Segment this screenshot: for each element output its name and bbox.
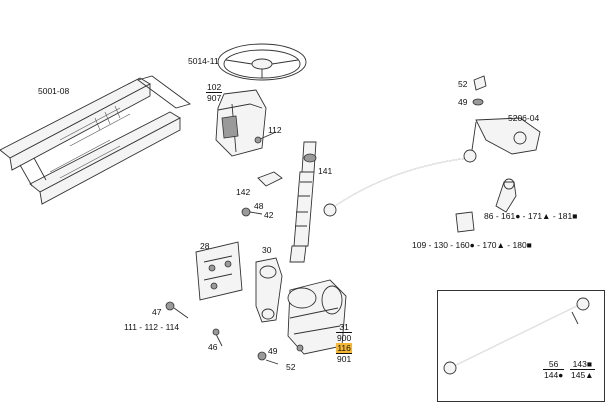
label-52-bottom[interactable]: 52 bbox=[286, 362, 296, 372]
label-111-112-114[interactable]: 111 - 112 - 114 bbox=[124, 322, 180, 332]
label-102: 102 bbox=[207, 82, 222, 92]
label-49-top[interactable]: 49 bbox=[458, 97, 468, 107]
label-5206-04[interactable]: 5206-04 bbox=[508, 113, 540, 123]
inset-frame bbox=[437, 290, 605, 402]
steering-gear-part bbox=[287, 279, 347, 355]
steering-arm-part bbox=[471, 117, 541, 155]
label-47[interactable]: 47 bbox=[152, 307, 162, 317]
label-31: 31 bbox=[339, 322, 349, 332]
label-5014-11[interactable]: 5014-11 bbox=[188, 56, 219, 66]
label-5001-08[interactable]: 5001-08 bbox=[38, 86, 70, 96]
label-141[interactable]: 141 bbox=[318, 166, 333, 176]
label-28[interactable]: 28 bbox=[200, 241, 210, 251]
label-102-907[interactable]: 102 907 bbox=[206, 82, 223, 103]
label-42[interactable]: 42 bbox=[264, 210, 274, 220]
label-143-145[interactable]: 143■ 145▲ bbox=[570, 359, 595, 380]
label-112[interactable]: 112 bbox=[268, 125, 282, 135]
label-86-161-171-181[interactable]: 86 - 161● - 171▲ - 181■ bbox=[484, 211, 578, 221]
label-907: 907 bbox=[206, 92, 223, 103]
pitman-arm-part bbox=[255, 257, 283, 323]
column-shroud-part bbox=[215, 89, 267, 157]
ball-joint-86-part bbox=[495, 178, 517, 213]
steering-column-part bbox=[289, 141, 317, 263]
label-142[interactable]: 142 bbox=[236, 187, 251, 197]
label-31-900-116-901[interactable]: 31 900 116 901 bbox=[336, 322, 353, 364]
label-145: 145▲ bbox=[570, 369, 595, 380]
drag-link-part bbox=[323, 149, 477, 217]
label-900: 900 bbox=[336, 332, 353, 343]
label-46[interactable]: 46 bbox=[208, 342, 218, 352]
label-52-top[interactable]: 52 bbox=[458, 79, 468, 89]
boot-109-part bbox=[455, 211, 475, 233]
label-116: 116 bbox=[336, 343, 353, 353]
label-901: 901 bbox=[336, 353, 353, 364]
label-48-top[interactable]: 48 bbox=[254, 201, 264, 211]
label-144: 144● bbox=[543, 369, 565, 380]
bracket-28-part bbox=[195, 241, 243, 301]
label-56: 56 bbox=[548, 359, 559, 369]
label-143: 143■ bbox=[572, 359, 592, 369]
steering-wheel-part bbox=[217, 43, 307, 81]
label-30[interactable]: 30 bbox=[262, 245, 272, 255]
clamp-142-part bbox=[257, 171, 283, 187]
chassis-frame-part bbox=[0, 75, 192, 205]
label-56-144[interactable]: 56 144● bbox=[543, 359, 565, 380]
label-49-bottom[interactable]: 49 bbox=[268, 346, 278, 356]
label-109-130-160-170-180[interactable]: 109 - 130 - 160● - 170▲ - 180■ bbox=[412, 240, 532, 250]
inset-drag-link-part bbox=[443, 297, 590, 375]
